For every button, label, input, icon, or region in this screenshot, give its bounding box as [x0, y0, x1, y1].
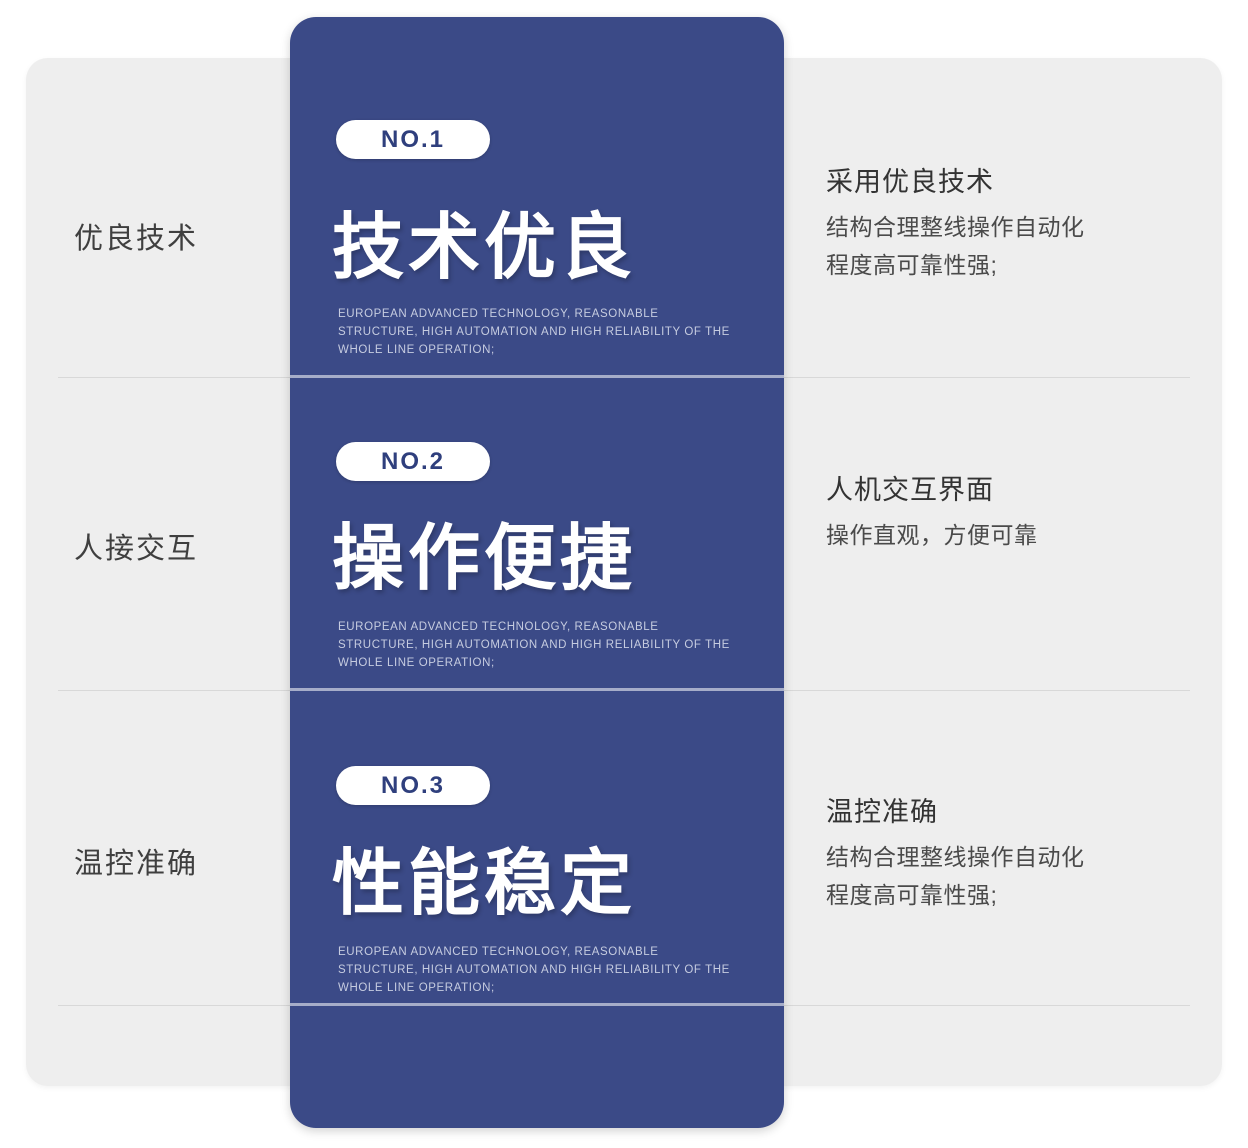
feature-card-3-headline: 性能稳定 [332, 844, 637, 924]
right-block-2: 人机交互界面 操作直观，方便可靠 [826, 468, 1198, 554]
card-separator-3 [290, 1003, 784, 1006]
feature-column: NO.1 技术优良 EUROPEAN ADVANCED TECHNOLOGY, … [290, 17, 784, 1128]
badge-no-3-label: NO.3 [380, 771, 445, 799]
right-block-2-line-1: 操作直观，方便可靠 [826, 522, 1038, 548]
left-label-2: 人接交互 [74, 533, 199, 565]
badge-no-1: NO.1 [336, 120, 490, 159]
right-block-1-line-1: 结构合理整线操作自动化 [826, 214, 1085, 240]
card-separator-1 [290, 375, 784, 378]
badge-no-2-label: NO.2 [380, 447, 445, 475]
badge-no-3: NO.3 [336, 766, 490, 805]
right-block-1-line-2: 程度高可靠性强; [826, 252, 998, 278]
right-block-3-line-1: 结构合理整线操作自动化 [826, 844, 1085, 870]
feature-card-3-subtext: EUROPEAN ADVANCED TECHNOLOGY, REASONABLE… [338, 946, 730, 994]
right-block-3: 温控准确 结构合理整线操作自动化 程度高可靠性强; [826, 790, 1198, 914]
feature-card-3[interactable]: NO.3 性能稳定 EUROPEAN ADVANCED TECHNOLOGY, … [290, 691, 784, 1003]
left-label-3: 温控准确 [74, 848, 199, 880]
right-block-3-title: 温控准确 [826, 797, 938, 827]
feature-card-2[interactable]: NO.2 操作便捷 EUROPEAN ADVANCED TECHNOLOGY, … [290, 378, 784, 688]
right-block-2-title: 人机交互界面 [826, 475, 994, 505]
badge-no-1-label: NO.1 [380, 125, 445, 153]
badge-no-2: NO.2 [336, 442, 490, 481]
feature-card-1-subtext: EUROPEAN ADVANCED TECHNOLOGY, REASONABLE… [338, 308, 730, 356]
feature-card-1-headline: 技术优良 [332, 208, 637, 288]
card-separator-2 [290, 688, 784, 691]
left-label-1: 优良技术 [74, 223, 199, 255]
feature-card-2-subtext: EUROPEAN ADVANCED TECHNOLOGY, REASONABLE… [338, 621, 730, 669]
right-block-1: 采用优良技术 结构合理整线操作自动化 程度高可靠性强; [826, 160, 1198, 284]
right-block-3-line-2: 程度高可靠性强; [826, 882, 998, 908]
right-block-1-title: 采用优良技术 [826, 167, 994, 197]
feature-card-2-headline: 操作便捷 [332, 519, 637, 599]
feature-card-1[interactable]: NO.1 技术优良 EUROPEAN ADVANCED TECHNOLOGY, … [290, 17, 784, 375]
